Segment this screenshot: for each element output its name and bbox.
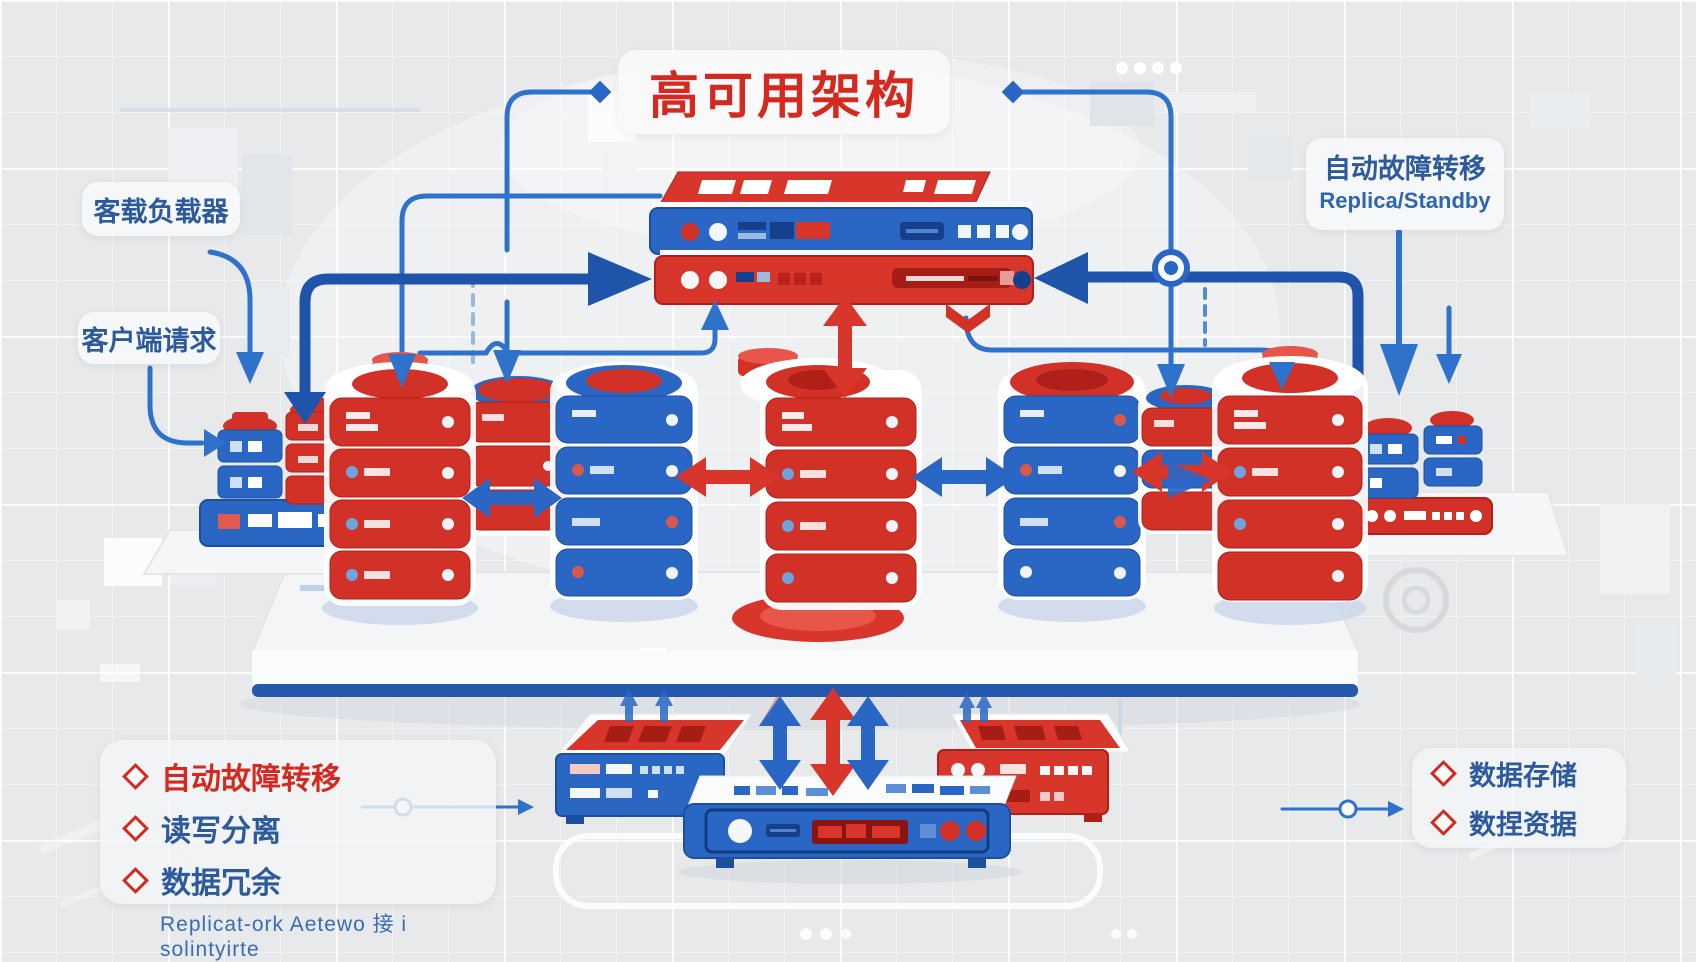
diagram-title: 高可用架构: [618, 50, 950, 134]
db-blue-a: [550, 362, 698, 600]
blue-vertical-double-arrow-icon: [759, 696, 801, 790]
standby-node-group: [1340, 411, 1570, 557]
list-item: 数据冗余: [122, 858, 281, 902]
db-blue-b: [998, 362, 1146, 600]
label-client-request: 客户端请求: [78, 312, 220, 364]
list-item: 数捏资据: [1430, 803, 1577, 842]
blue-horizontal-double-arrow-icon: [462, 478, 562, 518]
server-blue-unit: [649, 171, 1033, 255]
zigzag-arrow-icon: [946, 304, 990, 333]
arrow-down-icon: [1380, 344, 1418, 396]
red-vertical-double-arrow-icon: [810, 688, 856, 796]
diamond-icon: [1001, 80, 1025, 104]
standby-db-blue-1: [1357, 418, 1419, 499]
arrow-right-icon: [588, 252, 652, 306]
red-vertical-double-arrow-icon: [823, 296, 867, 398]
label-failover-standby: 自动故障转移 Replica/Standby: [1306, 138, 1504, 230]
arrow-down-icon: [1269, 362, 1295, 390]
feature-list-right: 数据存储 数捏资据: [1412, 748, 1626, 848]
arrow-right-icon: [204, 429, 226, 457]
diamond-icon: [588, 80, 612, 104]
server-red-unit: [654, 250, 1034, 305]
red-blue-horizontal-arrow-icon: [1132, 452, 1232, 498]
title-text: 高可用架构: [649, 68, 919, 124]
label-load-balancer: 客载负载器: [82, 182, 240, 236]
footnote-text: Replicat-ork Aetewo 接 i solintyirte: [160, 913, 408, 961]
blue-horizontal-double-arrow-icon: [912, 457, 1016, 497]
bottom-server-front: [678, 775, 1022, 884]
failover-line2: Replica/Standby: [1319, 188, 1491, 214]
diamond-bullet-icon: [1430, 760, 1457, 787]
arrow-down-icon: [284, 392, 326, 424]
target-circle-decor: [1383, 567, 1449, 633]
db-stacks: [324, 346, 1368, 610]
db-red-b: [1212, 346, 1368, 602]
diamond-bullet-icon: [122, 866, 149, 894]
red-horizontal-double-arrow-icon: [676, 457, 780, 497]
list-item: 自动故障转移: [122, 754, 341, 798]
diamond-bullet-icon: [122, 814, 149, 842]
arrow-down-icon: [388, 354, 416, 388]
diamond-bullet-icon: [122, 762, 149, 790]
small-up-arrows-icon: [620, 689, 992, 722]
list-item: 读写分离: [122, 806, 281, 850]
client-db-blue: [217, 412, 283, 499]
junction-node-icon: [1152, 249, 1190, 287]
list-item: 数据存储: [1430, 754, 1577, 793]
load-balancer-servers: [649, 171, 1034, 305]
arrow-down-icon: [1436, 354, 1462, 384]
bottom-servers: [554, 713, 1131, 884]
standby-db-blue-2: [1423, 411, 1483, 487]
failover-line1: 自动故障转移: [1324, 154, 1486, 185]
bottom-server-left: [554, 713, 753, 824]
db-red-a: [324, 352, 476, 606]
bottom-server-right: [937, 713, 1131, 822]
arrow-down-icon: [236, 352, 264, 384]
arrows: [204, 252, 1462, 796]
arrow-left-icon: [1034, 252, 1088, 304]
arrow-down-icon: [493, 350, 521, 384]
feature-list-left: 自动故障转移 读写分离 数据冗余 Replicat-ork Aetewo 接 i…: [100, 740, 496, 961]
blue-vertical-double-arrow-icon: [847, 696, 889, 790]
diamond-bullet-icon: [1430, 809, 1457, 836]
db-red-center: [738, 348, 922, 610]
arrow-down-icon: [1157, 364, 1185, 398]
arrow-up-icon: [701, 300, 729, 330]
